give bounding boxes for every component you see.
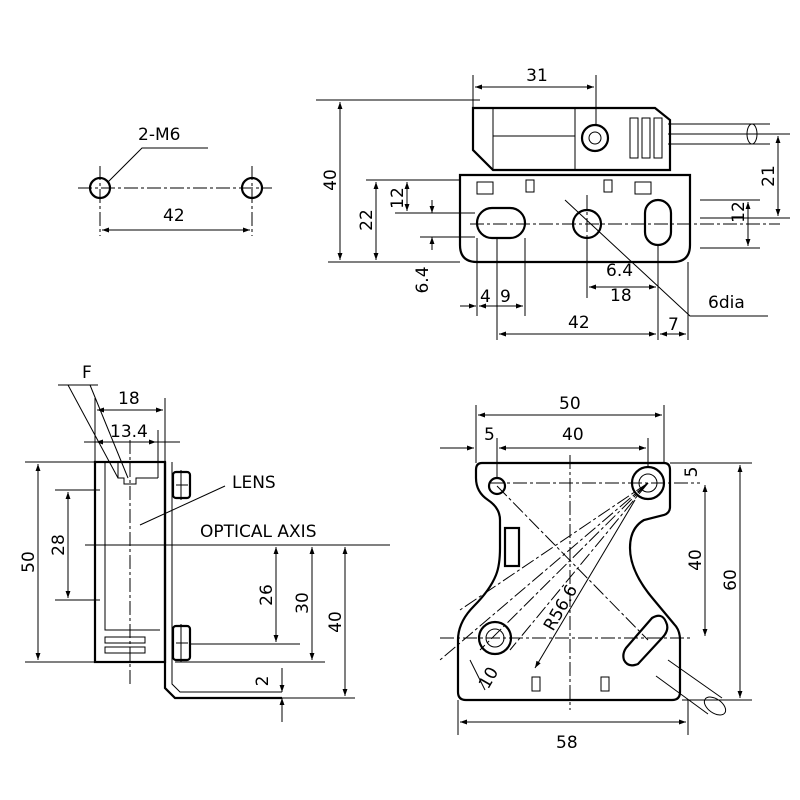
dim-top-12-left: 12: [388, 187, 408, 209]
dim-side-30: 30: [293, 592, 313, 614]
front-view: R56.6 10 50 5 40 60 40 5 58: [439, 394, 752, 753]
dim-side-2: 2: [253, 676, 273, 687]
dim-side-13.4: 13.4: [110, 422, 148, 442]
dim-side-26: 26: [257, 584, 277, 606]
dim-side-50: 50: [19, 551, 39, 573]
dim-top-40: 40: [321, 169, 341, 191]
dim-front-60: 60: [721, 569, 741, 591]
dim-side-18: 18: [118, 389, 140, 409]
dim-front-5-right: 5: [682, 467, 702, 478]
dim-front-50: 50: [559, 394, 581, 414]
dim-top-4: 4: [480, 287, 491, 307]
dim-top-31: 31: [526, 66, 548, 86]
hole-6dia-label: 6dia: [708, 293, 745, 313]
side-view: F 18 13.4 50 28 OPTICAL AXIS LENS 26 30: [19, 363, 390, 722]
lens-label: LENS: [232, 473, 276, 493]
dim-front-40-right: 40: [686, 549, 706, 571]
m6-hole-right: [240, 176, 264, 200]
dim-top-12-right: 12: [729, 201, 749, 223]
dim-front-5-left: 5: [484, 425, 495, 445]
thread-label: 2-M6: [138, 125, 180, 145]
dim-side-40: 40: [326, 611, 346, 633]
hole-pattern-view: 2-M6 42: [78, 125, 272, 236]
dim-top-9: 9: [500, 287, 511, 307]
optical-axis-label: OPTICAL AXIS: [200, 522, 317, 542]
radius-label: R56.6: [540, 581, 582, 634]
f-label: F: [82, 363, 92, 383]
dim-top-6.4-right: 6.4: [606, 261, 633, 281]
hole-pitch-dim: 42: [163, 206, 185, 226]
dim-side-28: 28: [49, 534, 69, 556]
dim-front-40-top: 40: [562, 425, 584, 445]
dim-top-6.4-left: 6.4: [413, 266, 433, 293]
dim-top-21: 21: [759, 165, 779, 187]
dim-front-58: 58: [556, 733, 578, 753]
dim-top-18: 18: [610, 286, 632, 306]
top-view: 40 22 12 6.4 31 21 12 6.4 18: [316, 66, 790, 340]
dim-top-22: 22: [357, 209, 377, 231]
dim-top-42: 42: [568, 313, 590, 333]
dim-top-7: 7: [668, 315, 679, 335]
m6-hole-left: [88, 176, 112, 200]
